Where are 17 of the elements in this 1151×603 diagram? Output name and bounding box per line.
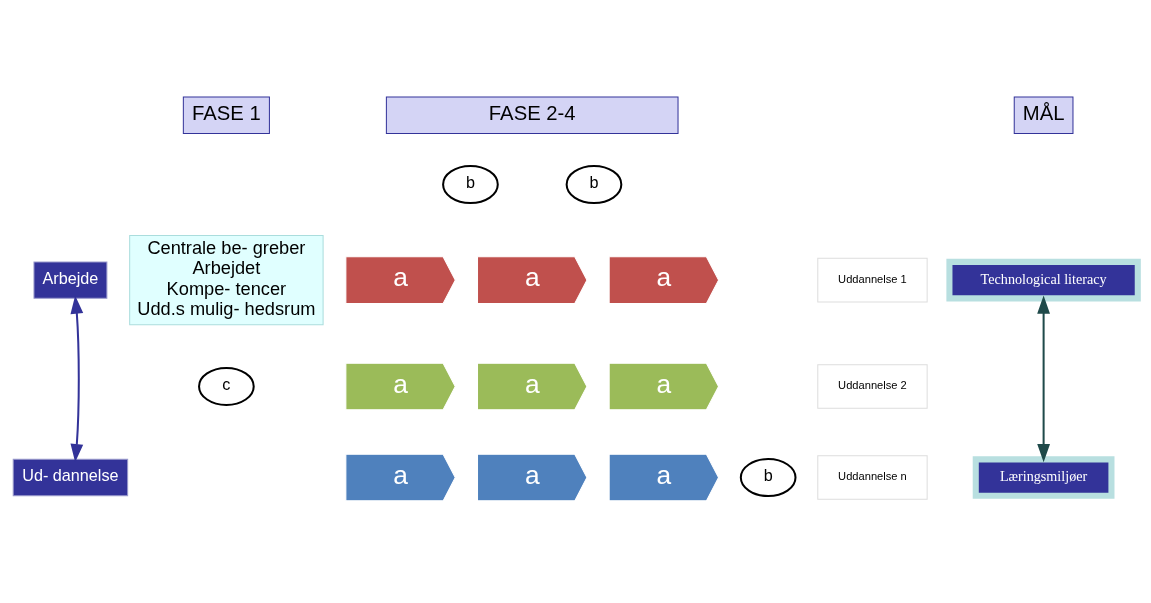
- node-box: Ud- dannelse: [12, 458, 129, 496]
- node-ellipse: b: [442, 164, 499, 204]
- node-box: Centrale be- greber Arbejdet Kompe- tencer Udd.s mulig- hedsrum: [129, 234, 324, 325]
- node-box: MÅL: [1013, 96, 1074, 134]
- node-ellipse: b: [739, 457, 797, 497]
- node-box: Technological literacy: [946, 258, 1141, 301]
- node-box: FASE 2-4: [385, 96, 679, 134]
- node-box: Arbejde: [33, 260, 108, 299]
- node-box: Læringsmiljøer: [972, 455, 1115, 499]
- arrow: [70, 294, 84, 462]
- arrow: [1037, 294, 1050, 462]
- node-box: Uddannelse n: [817, 454, 928, 500]
- node-box: Uddannelse 2: [817, 363, 928, 409]
- node-ellipse: c: [198, 366, 255, 406]
- node-ellipse: b: [565, 164, 623, 204]
- node-box: Uddannelse 1: [817, 257, 928, 302]
- node-box: FASE 1: [182, 96, 270, 134]
